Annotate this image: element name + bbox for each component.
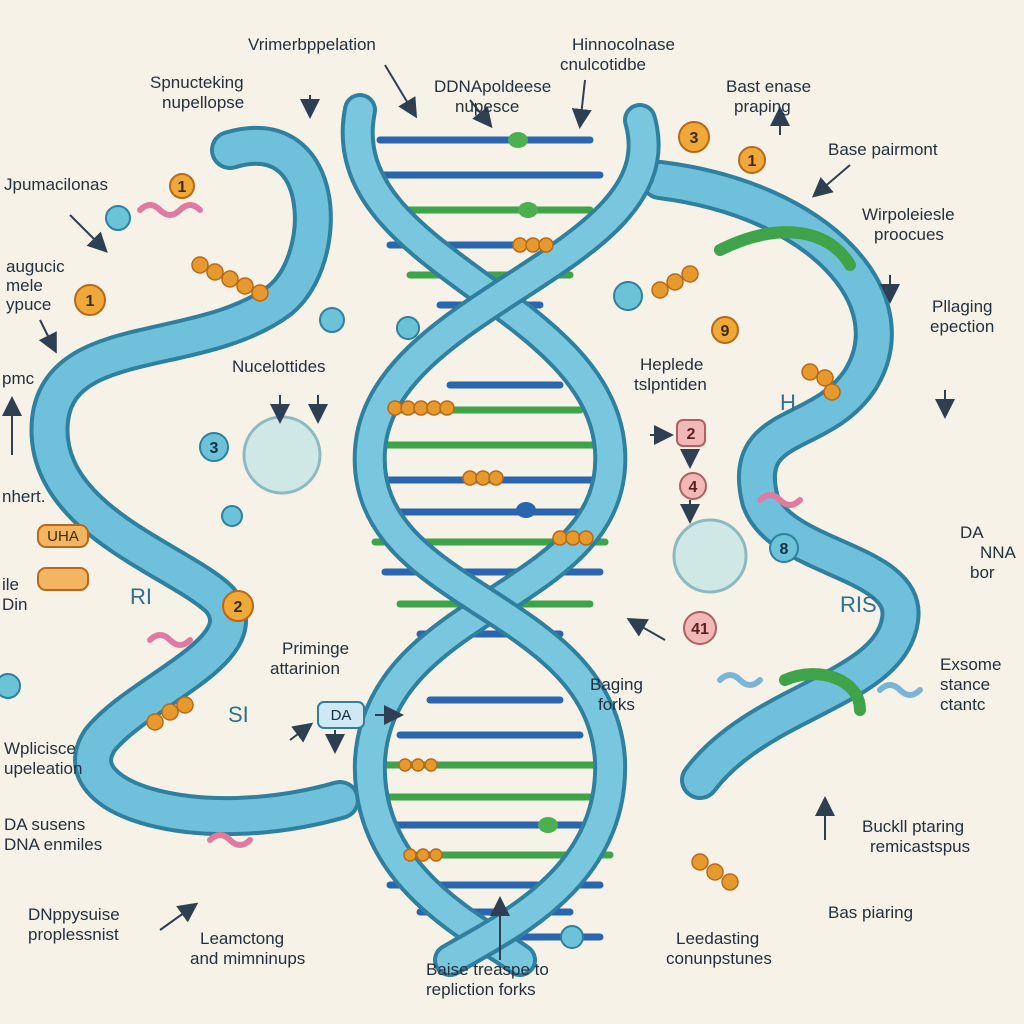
tag-da-text: DA <box>331 707 352 724</box>
badge-number: 2 <box>234 599 243 616</box>
badge: 1 <box>74 284 106 316</box>
badge: 2 <box>222 590 254 622</box>
tags: DA UHA <box>37 524 365 729</box>
central-helix <box>340 93 661 977</box>
badge: 9 <box>711 316 739 344</box>
badge-number: 9 <box>721 323 730 340</box>
label-base-pairmont: Base pairmont <box>828 140 938 159</box>
ribbon-letter: SI <box>228 702 249 727</box>
badges: 3 1 1 1 2 2 4 41 8 3 9 <box>74 121 799 645</box>
ribbon-letter: RIS <box>840 592 877 617</box>
badge-number: 1 <box>748 153 757 170</box>
badge-number: 1 <box>86 293 95 310</box>
tag-da: DA <box>317 701 365 729</box>
badge: 1 <box>169 173 195 199</box>
teal-dots <box>0 205 643 949</box>
label-nucelottides: Nucelottides <box>232 357 326 376</box>
badge: 3 <box>678 121 710 153</box>
tag-uha: UHA <box>37 524 89 548</box>
badge-number: 3 <box>690 130 699 147</box>
tag-uha-text: UHA <box>47 528 79 545</box>
badge: 4 <box>679 472 707 500</box>
label-pmc: pmc <box>2 369 35 388</box>
ribbon-letter: H <box>780 390 796 415</box>
badge: 1 <box>738 146 766 174</box>
badge-number: 3 <box>210 440 219 457</box>
badge-number: 41 <box>691 621 709 638</box>
badge: 3 <box>199 432 229 462</box>
ribbon-letter: RI <box>130 584 152 609</box>
tag-blank <box>37 567 89 591</box>
ribbon-letters: RI RIS H SI <box>130 390 877 727</box>
badge: 2 <box>676 419 706 447</box>
badge-number: 1 <box>178 179 187 196</box>
inset-bubbles <box>242 415 748 594</box>
label-nhert: nhert. <box>2 487 45 506</box>
badge-number: 8 <box>780 541 789 558</box>
badge-number: 4 <box>689 479 698 496</box>
badge: 8 <box>769 533 799 563</box>
coiled-proteins <box>137 202 923 848</box>
label-vrimerbppelation: Vrimerbppelation <box>248 35 376 54</box>
badge-number: 2 <box>687 426 696 443</box>
arrows <box>1 64 955 960</box>
bead-chains <box>146 237 841 891</box>
badge: 41 <box>683 611 717 645</box>
label-jpumacilonas: Jpumacilonas <box>4 175 108 194</box>
green-coil <box>714 226 866 716</box>
label-bas-piaring: Bas piaring <box>828 903 913 922</box>
